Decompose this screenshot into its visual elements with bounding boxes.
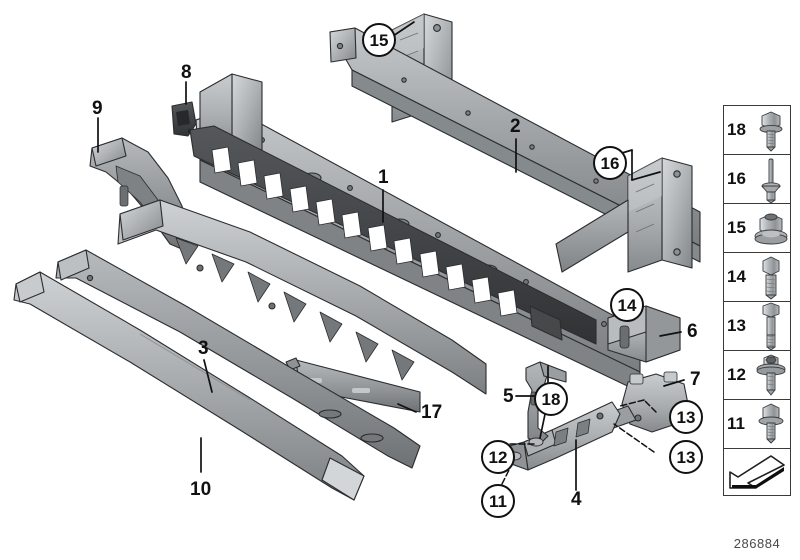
callout-2[interactable]: 2: [510, 116, 521, 137]
fastener-number-12: 12: [727, 365, 746, 384]
callout-15[interactable]: 15: [362, 23, 396, 57]
fastener-number-13: 13: [727, 316, 746, 335]
fastener-row-14[interactable]: 14: [724, 253, 790, 302]
callout-1[interactable]: 1: [378, 167, 389, 188]
callout-3[interactable]: 3: [198, 338, 209, 359]
diagram-id-label: 286884: [733, 536, 781, 551]
part-16-strut: [555, 199, 629, 273]
callout-8[interactable]: 8: [181, 62, 192, 83]
leader-lines: [97, 21, 685, 491]
callout-14[interactable]: 14: [610, 288, 644, 322]
callout-7[interactable]: 7: [690, 369, 701, 390]
fastener-number-14: 14: [727, 267, 746, 286]
part-3-upper-rail: [55, 249, 421, 469]
fastener-row-13[interactable]: 13: [724, 302, 790, 351]
hex-bolt-long-icon: [751, 302, 791, 351]
part-8-bracket: [171, 101, 197, 137]
fastener-row-16[interactable]: 16: [724, 155, 790, 204]
callout-10[interactable]: 10: [190, 479, 212, 500]
callout-4[interactable]: 4: [571, 489, 582, 510]
fastener-row-18[interactable]: 18: [724, 106, 790, 155]
callout-13-lower[interactable]: 13: [669, 440, 703, 474]
part-3-energy-absorber: [117, 199, 487, 395]
hex-flange-nut-icon: [751, 204, 791, 252]
direction-arrow-icon: [724, 449, 790, 495]
fastener-number-18: 18: [727, 120, 746, 139]
part-10-lower-valance: [13, 271, 365, 501]
callout-16[interactable]: 16: [593, 146, 627, 180]
callout-18[interactable]: 18: [534, 382, 568, 416]
part-lattice-carrier: [189, 125, 597, 345]
push-rivet-pin-icon: [751, 155, 791, 204]
part-16-crash-box-right: [627, 157, 693, 273]
callout-11[interactable]: 11: [481, 484, 515, 518]
fastener-number-16: 16: [727, 169, 746, 188]
fastener-number-15: 15: [727, 218, 746, 237]
fastener-number-11: 11: [727, 414, 745, 433]
torx-flange-screw-icon: [751, 351, 791, 399]
callout-12[interactable]: 12: [481, 440, 515, 474]
fastener-legend-panel: 18: [723, 105, 791, 496]
hex-flange-bolt-short-icon: [751, 106, 791, 154]
callout-9[interactable]: 9: [92, 98, 103, 119]
callout-6[interactable]: 6: [687, 321, 698, 342]
callout-5[interactable]: 5: [503, 386, 514, 407]
fastener-row-11[interactable]: 11: [724, 400, 790, 449]
fastener-row-12[interactable]: 12: [724, 351, 790, 400]
callout-13-upper[interactable]: 13: [669, 400, 703, 434]
hex-bolt-short-icon: [751, 253, 791, 301]
callout-17[interactable]: 17: [421, 402, 443, 423]
direction-arrow-row: [724, 449, 790, 495]
fastener-row-15[interactable]: 15: [724, 204, 790, 253]
hex-flange-bolt-icon: [751, 400, 791, 448]
